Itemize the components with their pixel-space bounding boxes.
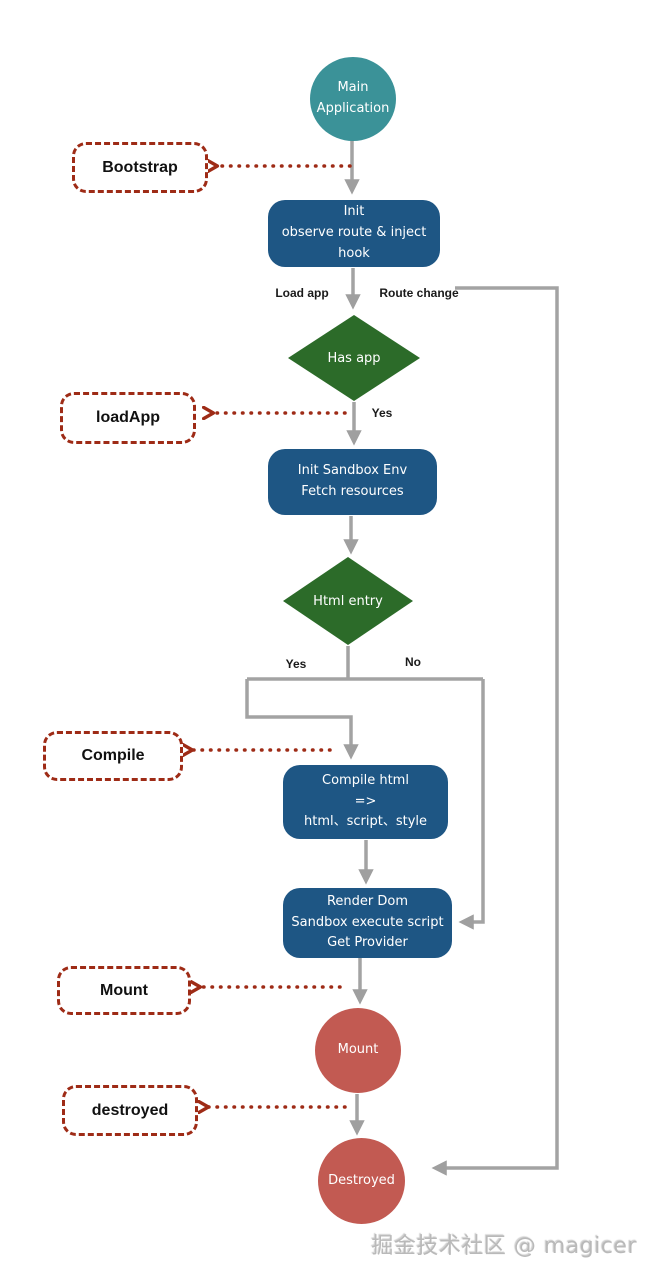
edge-label-route-change: Route change — [379, 286, 459, 300]
callout-destroyed: destroyed — [62, 1085, 198, 1136]
arrow-yes-branch-to-compile — [245, 679, 359, 760]
node-main-application: Main Application — [310, 57, 396, 141]
edge-label-yes-htmlentry: Yes — [285, 657, 307, 671]
arrow-no-branch-to-render — [458, 679, 485, 930]
node-render-dom: Render Dom Sandbox execute script Get Pr… — [283, 888, 452, 958]
callout-bootstrap: Bootstrap — [72, 142, 208, 193]
node-init-sandbox: Init Sandbox Env Fetch resources — [268, 449, 437, 515]
edge-label-load-app: Load app — [275, 286, 329, 300]
edge-label-yes-hasapp: Yes — [371, 406, 393, 420]
line-route-change-loop — [431, 286, 559, 1176]
node-init: Init observe route & inject hook — [268, 200, 440, 267]
callout-loadapp: loadApp — [60, 392, 196, 444]
callout-mount: Mount — [57, 966, 191, 1015]
watermark-credit: 掘金技术社区 @ magicer — [371, 1234, 637, 1259]
node-destroyed: Destroyed — [318, 1138, 405, 1224]
edge-label-no-htmlentry: No — [405, 655, 421, 669]
callout-compile: Compile — [43, 731, 183, 781]
node-compile-html: Compile html => html、script、style — [283, 765, 448, 839]
node-mount: Mount — [315, 1008, 401, 1093]
